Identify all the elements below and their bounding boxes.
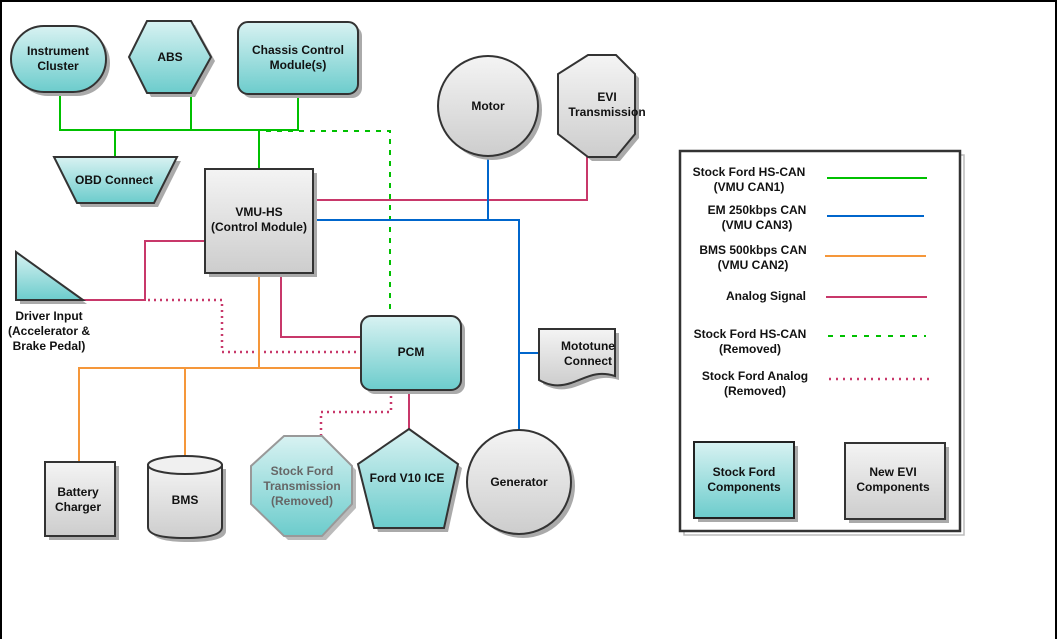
analog-removed-line-transmission xyxy=(319,390,393,436)
vmu-hs-label-1: VMU-HS xyxy=(235,205,282,219)
motor-label: Motor xyxy=(471,99,505,113)
legend-hs-can-removed-label-1: Stock Ford HS-CAN xyxy=(694,327,807,341)
stock-transmission-label-2: Transmission xyxy=(263,479,340,493)
instrument-cluster-label-2: Cluster xyxy=(37,59,79,73)
legend-new-components: New EVI Components xyxy=(844,442,949,523)
node-abs[interactable]: ABS xyxy=(127,20,215,97)
ford-v10-label: Ford V10 ICE xyxy=(370,471,445,485)
legend-bms-can-label-2: (VMU CAN2) xyxy=(718,258,789,272)
hs-can-removed-line xyxy=(266,130,391,316)
node-battery-charger[interactable]: Battery Charger xyxy=(44,461,119,540)
chassis-control-label-1: Chassis Control xyxy=(252,43,344,57)
node-mototune-connect[interactable]: Mototune Connect xyxy=(538,328,619,390)
node-chassis-control-module[interactable]: Chassis Control Module(s) xyxy=(237,21,362,98)
legend-hs-can-removed-label-2: (Removed) xyxy=(719,342,781,356)
legend-analog-label: Analog Signal xyxy=(726,289,806,303)
legend-analog-removed-label-1: Stock Ford Analog xyxy=(702,369,808,383)
evi-transmission-label-1: EVI xyxy=(597,90,616,104)
hs-can-line-instrument xyxy=(59,94,298,131)
legend-hs-can-label-1: Stock Ford HS-CAN xyxy=(693,165,806,179)
stock-transmission-label-3: (Removed) xyxy=(271,494,333,508)
analog-line-driver-input xyxy=(83,240,205,301)
legend-em-can-label-2: (VMU CAN3) xyxy=(722,218,793,232)
node-pcm[interactable]: PCM xyxy=(360,315,465,394)
legend-new-components-label-1: New EVI xyxy=(869,465,916,479)
obd-connect-label: OBD Connect xyxy=(75,173,153,187)
analog-removed-line-driver xyxy=(148,298,361,354)
node-driver-input[interactable]: Driver Input (Accelerator & Brake Pedal) xyxy=(8,250,90,353)
bms-can-line xyxy=(78,367,361,462)
generator-label: Generator xyxy=(490,475,548,489)
node-vmu-hs[interactable]: VMU-HS (Control Module) xyxy=(204,168,317,277)
bms-label: BMS xyxy=(172,493,199,507)
legend-bms-can-label-1: BMS 500kbps CAN xyxy=(699,243,806,257)
node-bms[interactable]: BMS xyxy=(147,455,226,542)
legend-em-can-label-1: EM 250kbps CAN xyxy=(708,203,807,217)
battery-charger-label-1: Battery xyxy=(57,485,99,499)
vmu-hs-label-2: (Control Module) xyxy=(211,220,307,234)
driver-input-label-3: Brake Pedal) xyxy=(13,339,86,353)
node-ford-v10-ice[interactable]: Ford V10 ICE xyxy=(356,427,462,532)
connections xyxy=(59,94,588,463)
instrument-cluster-label-1: Instrument xyxy=(27,44,89,58)
evi-transmission-label-2: Transmission xyxy=(568,105,645,119)
legend-analog-removed-label-2: (Removed) xyxy=(724,384,786,398)
legend-new-components-label-2: Components xyxy=(856,480,930,494)
node-evi-transmission[interactable]: EVI Transmission xyxy=(557,54,646,161)
pcm-label: PCM xyxy=(398,345,425,359)
legend-hs-can-label-2: (VMU CAN1) xyxy=(714,180,785,194)
node-obd-connect[interactable]: OBD Connect xyxy=(52,156,181,207)
legend: Stock Ford HS-CAN (VMU CAN1) EM 250kbps … xyxy=(678,149,965,536)
stock-transmission-label-1: Stock Ford xyxy=(271,464,334,478)
abs-label: ABS xyxy=(157,50,182,64)
node-stock-ford-transmission[interactable]: Stock Ford Transmission (Removed) xyxy=(250,435,356,540)
legend-stock-components: Stock Ford Components xyxy=(693,441,798,522)
legend-stock-components-label-2: Components xyxy=(707,480,781,494)
mototune-connect-label-1: Mototune xyxy=(561,339,615,353)
legend-stock-components-label-1: Stock Ford xyxy=(713,465,776,479)
chassis-control-label-2: Module(s) xyxy=(270,58,327,72)
em-can-line xyxy=(313,219,520,430)
node-motor[interactable]: Motor xyxy=(437,55,542,160)
driver-input-label-2: (Accelerator & xyxy=(8,324,90,338)
driver-input-label-1: Driver Input xyxy=(15,309,82,323)
node-generator[interactable]: Generator xyxy=(466,429,575,538)
analog-line-evi-transmission xyxy=(313,157,588,201)
node-instrument-cluster[interactable]: Instrument Cluster xyxy=(10,25,110,96)
mototune-connect-label-2: Connect xyxy=(564,354,612,368)
battery-charger-label-2: Charger xyxy=(55,500,101,514)
analog-line-pcm xyxy=(280,273,361,338)
